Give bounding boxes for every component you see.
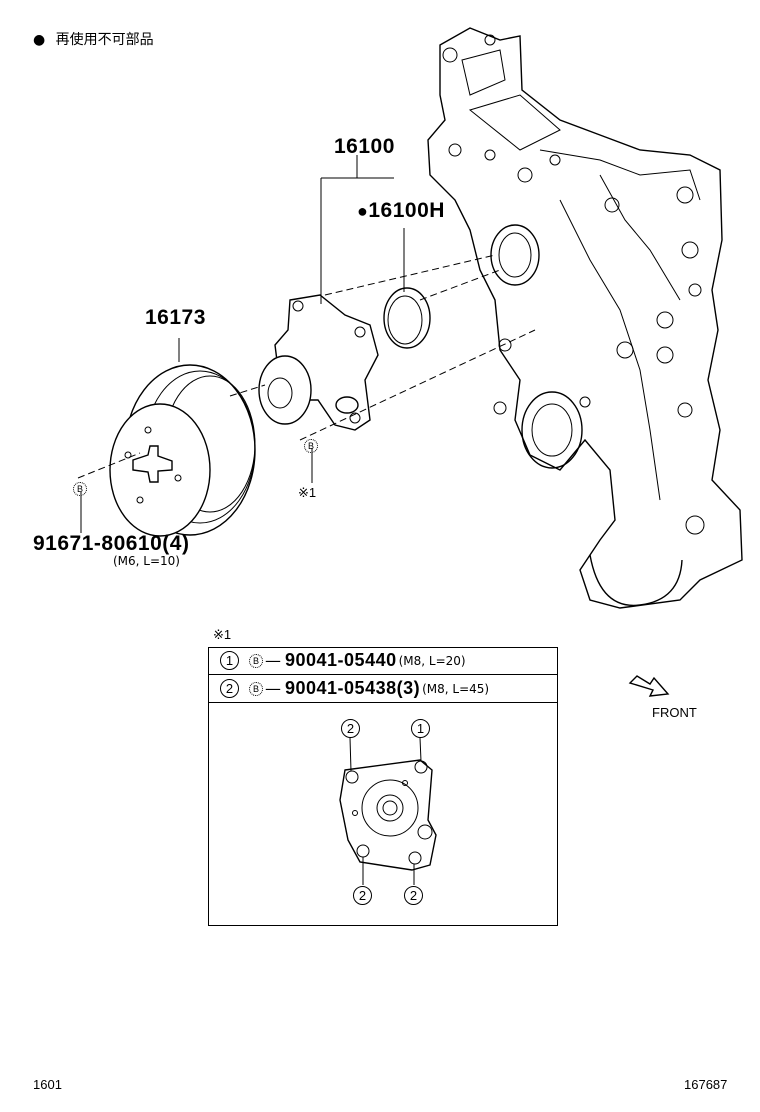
legend-bullet: ● [33,32,46,48]
row-1-marker: B [249,653,263,668]
row-2-index: 2 [220,679,239,698]
part-label-91671[interactable]: 91671-80610(4) [33,532,190,555]
pulley-drawing [109,364,256,537]
legend-text: 再使用不可部品 [55,32,154,48]
bolt-table [208,647,558,926]
row-1-dash: — [265,651,281,670]
part-spec-91671: (M6, L=10) [113,554,180,568]
table-title: ※1 [213,627,232,642]
part-label-16100[interactable]: 16100 [334,135,395,158]
part-label-16100h[interactable]: ●16100H [357,199,445,222]
bolt-position-top-right: 1 [411,719,430,738]
row-2-marker: B [249,681,263,696]
bolt-position-drawing [339,737,437,885]
gasket-ring-drawing [383,287,431,349]
front-arrow [628,675,670,697]
part-label-16173[interactable]: 16173 [145,306,206,329]
bolt-position-bottom-right: 2 [404,886,423,905]
reuse-bullet: ● [357,201,369,221]
note-ref-label: ※1 [298,485,317,500]
row-1-spec: (M8, L=20) [398,653,466,668]
bolt-marker-pump: B [304,436,318,453]
table-row-2: 2 B — 90041-05438(3) (M8, L=45) [208,675,558,703]
legend: ● 再使用不可部品 [33,33,154,47]
bolt-marker-pulley: B [73,479,87,496]
front-label: FRONT [652,705,697,720]
footer-right: 167687 [684,1077,728,1092]
row-1-part[interactable]: 90041-05440 [285,650,397,670]
table-row-1: 1 B — 90041-05440 (M8, L=20) [208,647,558,675]
footer-left: 1601 [33,1077,62,1092]
row-2-spec: (M8, L=45) [422,681,490,696]
row-2-part[interactable]: 90041-05438(3) [285,678,421,698]
bolt-position-top-left: 2 [341,719,360,738]
bolt-position-bottom-left: 2 [353,886,372,905]
row-1-index: 1 [220,651,239,670]
water-pump-drawing [258,294,379,431]
timing-cover-drawing [427,27,743,609]
row-2-dash: — [265,679,281,698]
